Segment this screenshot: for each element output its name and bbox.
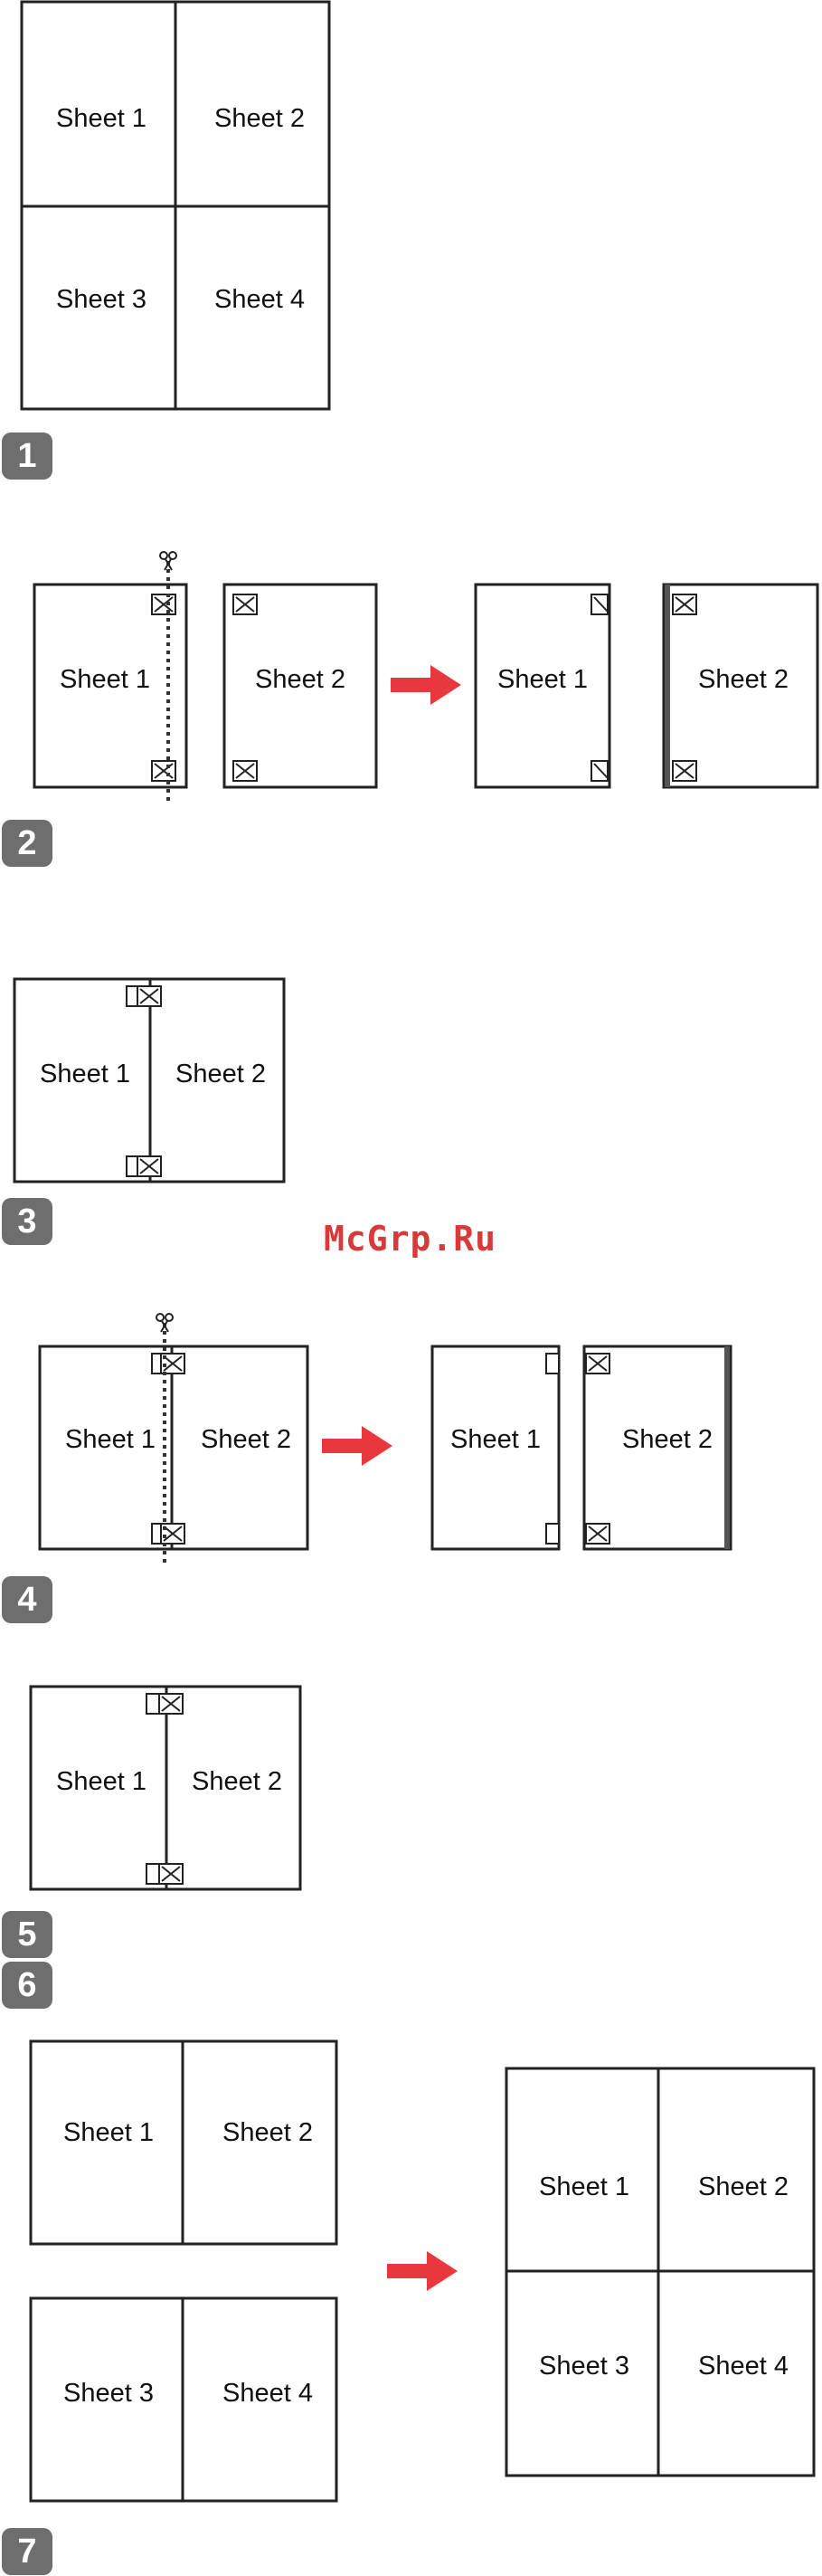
step1-grid: Sheet 1 Sheet 2 Sheet 3 Sheet 4 <box>22 2 329 409</box>
step3-joined: Sheet 1 Sheet 2 <box>14 979 284 1182</box>
step-badge-3: 3 <box>2 1198 52 1245</box>
right-arrow-icon <box>322 1426 392 1466</box>
alignment-mark-icon <box>673 761 696 781</box>
step4-sheet2-label: Sheet 2 <box>201 1425 291 1454</box>
alignment-mark-icon <box>673 594 696 614</box>
step7-sheet4-label: Sheet 4 <box>222 2379 313 2408</box>
step-badge-5: 5 <box>2 1911 52 1958</box>
step4-before: Sheet 1 Sheet 2 <box>40 1314 307 1565</box>
step7-left-bottom: Sheet 3 Sheet 4 <box>31 2298 336 2501</box>
alignment-mark-icon <box>137 986 161 1006</box>
alignment-mark-icon <box>586 1354 609 1374</box>
step1-sheet3-label: Sheet 3 <box>56 285 146 314</box>
step2-sheet1-label: Sheet 1 <box>60 665 150 694</box>
step-badge-7: 7 <box>2 2528 52 2575</box>
alignment-mark-icon <box>137 1156 161 1176</box>
alignment-mark-icon <box>586 1524 609 1544</box>
step7-result-sheet2-label: Sheet 2 <box>698 2172 789 2201</box>
step7-result-sheet3-label: Sheet 3 <box>539 2352 629 2381</box>
step4-after: Sheet 1 Sheet 2 <box>432 1346 731 1549</box>
step5-joined: Sheet 1 Sheet 2 <box>31 1687 300 1889</box>
alignment-mark-icon <box>152 594 175 614</box>
step2-after-sheet1-label: Sheet 1 <box>497 665 588 694</box>
step-badge-6: 6 <box>2 1962 52 2009</box>
step4-after-sheet1-label: Sheet 1 <box>450 1425 541 1454</box>
step5-sheet1-label: Sheet 1 <box>56 1767 146 1796</box>
step1-sheet4-label: Sheet 4 <box>214 285 305 314</box>
watermark: McGrp.Ru <box>324 1219 496 1259</box>
step7-sheet1-label: Sheet 1 <box>63 2118 154 2147</box>
step-badge-4: 4 <box>2 1576 52 1623</box>
step3-sheet2-label: Sheet 2 <box>175 1060 266 1088</box>
step5-sheet2-label: Sheet 2 <box>192 1767 282 1796</box>
step4-sheet1-label: Sheet 1 <box>65 1425 156 1454</box>
alignment-mark-icon <box>152 761 175 781</box>
step1-sheet1-label: Sheet 1 <box>56 104 146 133</box>
step3-sheet1-label: Sheet 1 <box>40 1060 130 1088</box>
step7-result-sheet4-label: Sheet 4 <box>698 2352 789 2381</box>
step2-after: Sheet 1 Sheet 2 <box>476 585 817 787</box>
alignment-mark-icon <box>233 761 257 781</box>
step-badge-2: 2 <box>2 820 52 867</box>
step7-sheet3-label: Sheet 3 <box>63 2379 154 2408</box>
step7-assembled: Sheet 1 Sheet 2 Sheet 3 Sheet 4 <box>506 2068 814 2476</box>
step2-before: Sheet 1 Sheet 2 <box>34 552 376 805</box>
step-badge-1: 1 <box>2 433 52 480</box>
step7-result-sheet1-label: Sheet 1 <box>539 2172 629 2201</box>
alignment-mark-icon <box>159 1694 183 1714</box>
step2-sheet2-label: Sheet 2 <box>255 665 345 694</box>
alignment-mark-icon <box>233 594 257 614</box>
step7-sheet2-label: Sheet 2 <box>222 2118 313 2147</box>
right-arrow-icon <box>387 2251 458 2291</box>
step2-after-sheet2-label: Sheet 2 <box>698 665 789 694</box>
step7-left-top: Sheet 1 Sheet 2 <box>31 2041 336 2244</box>
alignment-mark-icon <box>159 1864 183 1884</box>
step1-sheet2-label: Sheet 2 <box>214 104 305 133</box>
right-arrow-icon <box>391 665 461 705</box>
step4-after-sheet2-label: Sheet 2 <box>622 1425 713 1454</box>
